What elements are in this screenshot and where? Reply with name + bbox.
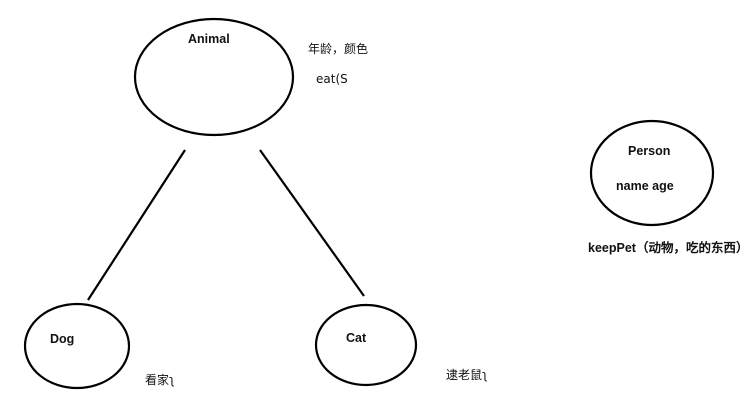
animal-attributes-label: 年龄，颜色: [308, 41, 368, 56]
dog-behavior-label: 看家ʅ: [145, 372, 175, 387]
person-attributes-label: name age: [616, 179, 674, 193]
cat-behavior-label: 逮老鼠ʅ: [446, 368, 488, 382]
edge-animal-cat: [259, 149, 365, 297]
dog-node: [23, 302, 131, 390]
cat-node: [314, 303, 418, 387]
person-method-label: keepPet（动物，吃的东西）: [588, 240, 748, 255]
animal-method-label: eat(S: [316, 72, 348, 86]
dog-label: Dog: [50, 332, 74, 346]
edge-animal-dog: [87, 149, 186, 301]
animal-label: Animal: [188, 32, 230, 46]
person-label: Person: [628, 144, 670, 158]
animal-node: [133, 17, 295, 137]
cat-label: Cat: [346, 331, 367, 345]
person-node: [589, 119, 715, 227]
